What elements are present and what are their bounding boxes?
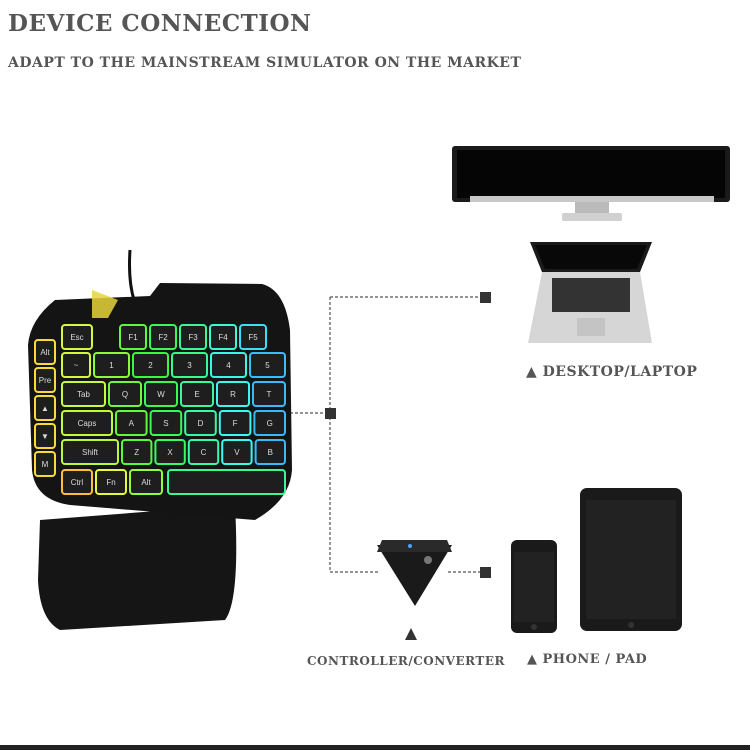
- keyboard-key: [180, 381, 214, 407]
- key-label: ▲: [41, 404, 49, 413]
- keyboard-key: [61, 439, 119, 465]
- keyboard-key: [61, 410, 113, 436]
- laptop-image: [528, 242, 652, 343]
- keyboard-key: [221, 439, 253, 465]
- key-label: 3: [187, 361, 192, 370]
- key-label: Tab: [77, 390, 90, 399]
- keyboard-key: [34, 339, 56, 365]
- monitor-image: [452, 146, 730, 221]
- key-label: ▼: [41, 432, 49, 441]
- keyboard-key: [121, 439, 153, 465]
- keyboard-key: [61, 352, 91, 378]
- keyboard-key: [249, 352, 286, 378]
- key-label: Q: [122, 390, 128, 399]
- keyboard-key: [209, 324, 237, 350]
- key-label: M: [42, 460, 49, 469]
- keyboard-key: [119, 324, 147, 350]
- key-label: R: [230, 390, 236, 399]
- keyboard-key: [108, 381, 142, 407]
- keyboard-key: [34, 451, 56, 477]
- key-label: W: [157, 390, 165, 399]
- keyboard-key: [61, 324, 93, 350]
- key-label: C: [201, 448, 207, 457]
- key-label: E: [194, 390, 199, 399]
- key-label: F3: [188, 333, 198, 342]
- key-label: F: [233, 419, 238, 428]
- keyboard-key: [218, 410, 252, 436]
- keyboard-key: [34, 423, 56, 449]
- key-label: Alt: [141, 478, 151, 487]
- key-label: 5: [265, 361, 270, 370]
- controller-converter-label: CONTROLLER/CONVERTER: [307, 654, 505, 668]
- keyboard-key: [184, 410, 217, 436]
- key-label: 4: [226, 361, 231, 370]
- page-subtitle: ADAPT TO THE MAINSTREAM SIMULATOR ON THE…: [8, 55, 522, 71]
- key-label: Alt: [40, 348, 50, 357]
- key-label: X: [167, 448, 173, 457]
- keyboard-key: [34, 395, 56, 421]
- keyboard-key: [93, 352, 130, 378]
- key-label: B: [268, 448, 273, 457]
- connector-node: [325, 408, 336, 419]
- keyboard-key: [252, 381, 286, 407]
- key-label: ~: [74, 361, 79, 370]
- key-label: A: [129, 419, 135, 428]
- keyboard-key: [149, 410, 183, 436]
- keyboard-key: [239, 324, 267, 350]
- keyboard-key: [171, 352, 208, 378]
- keyboard-key: [154, 439, 186, 465]
- connector-node: [480, 292, 491, 303]
- key-label: Ctrl: [71, 478, 84, 487]
- connection-lines: [290, 296, 485, 573]
- key-label: Pre: [39, 376, 52, 385]
- phone-image: [511, 540, 557, 633]
- keyboard-key: [144, 381, 178, 407]
- keyboard-key: [61, 469, 93, 495]
- keyboard-key: [254, 439, 287, 465]
- key-label: T: [267, 390, 272, 399]
- keyboard-key: [210, 352, 247, 378]
- key-label: F4: [218, 333, 228, 342]
- bottom-border: [0, 745, 750, 750]
- keyboard-key: [132, 352, 169, 378]
- key-label: F2: [158, 333, 168, 342]
- key-label: Esc: [70, 333, 83, 342]
- key-label: 2: [148, 361, 153, 370]
- key-label: F5: [248, 333, 258, 342]
- keyboard-key: [61, 381, 106, 407]
- key-label: V: [234, 448, 240, 457]
- keyboard-key: [115, 410, 148, 436]
- desktop-laptop-label: ▲ DESKTOP/LAPTOP: [526, 364, 698, 380]
- key-label: G: [267, 419, 273, 428]
- keyboard-key: [95, 469, 127, 495]
- key-label: F1: [128, 333, 138, 342]
- keyboard-key: [129, 469, 163, 495]
- keyboard-key: [149, 324, 177, 350]
- phone-pad-label: ▲ PHONE / PAD: [527, 652, 648, 667]
- keyboard-key: [179, 324, 207, 350]
- page-title: DEVICE CONNECTION: [8, 10, 312, 37]
- key-label: Caps: [78, 419, 97, 428]
- keyboard-key: [167, 469, 286, 495]
- converter-image: [377, 540, 452, 606]
- triangle-marker: [405, 628, 417, 640]
- key-label: Shift: [82, 448, 99, 457]
- key-label: 1: [109, 361, 114, 370]
- connector-node: [480, 567, 491, 578]
- keyboard-key: [34, 367, 56, 393]
- keyboard-key: [253, 410, 286, 436]
- key-label: S: [163, 419, 168, 428]
- key-label: Z: [134, 448, 139, 457]
- keyboard-key: [216, 381, 250, 407]
- key-label: Fn: [106, 478, 115, 487]
- key-label: D: [198, 419, 204, 428]
- tablet-image: [580, 488, 682, 631]
- keyboard-key: [187, 439, 220, 465]
